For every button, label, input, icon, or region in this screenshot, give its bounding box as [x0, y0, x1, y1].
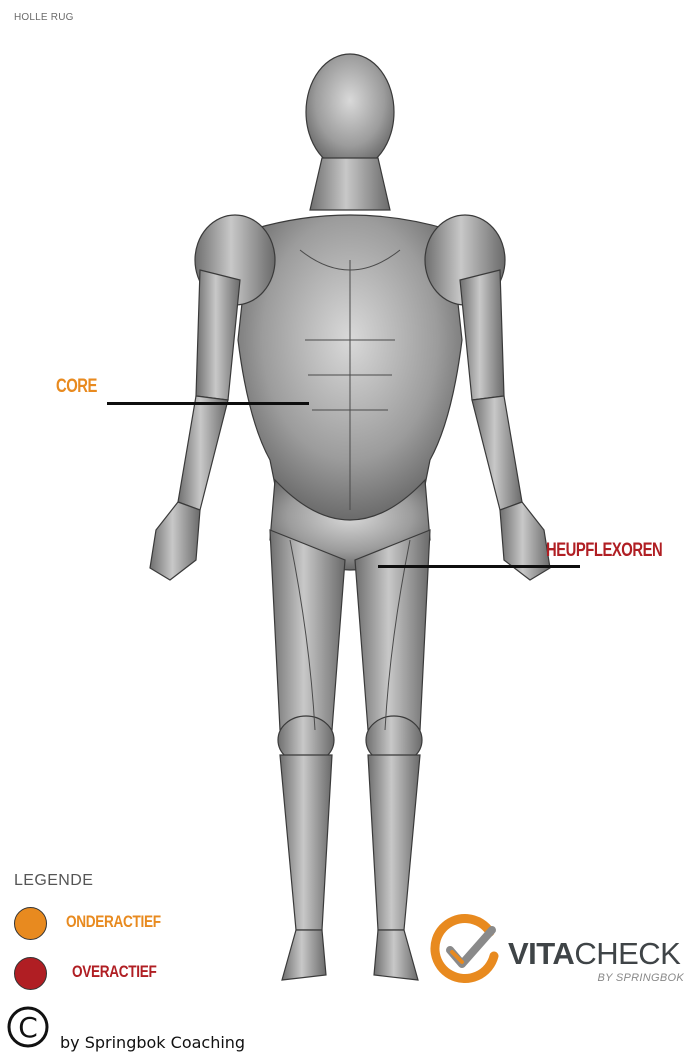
logo-subtitle: BY SPRINGBOK	[597, 972, 684, 984]
legend-dot-orange	[14, 907, 47, 940]
callout-heupflexoren-line	[378, 565, 580, 568]
checkmark-logo-icon	[428, 914, 504, 990]
anatomy-figure	[100, 40, 600, 1000]
callout-heupflexoren-label: HEUPFLEXOREN	[546, 540, 662, 562]
copyright-credit: by Springbok Coaching	[60, 1033, 245, 1052]
legend-title: LEGENDE	[14, 872, 93, 890]
page-title: HOLLE RUG	[14, 12, 74, 23]
callout-core-line	[107, 402, 309, 405]
legend-dot-red	[14, 957, 47, 990]
legend-label: OVERACTIEF	[72, 962, 156, 982]
logo-wordmark: VITACHECK	[508, 936, 680, 972]
legend-label: ONDERACTIEF	[66, 912, 161, 932]
vitacheck-logo: VITACHECK BY SPRINGBOK	[428, 914, 690, 990]
callout-core-label: CORE	[56, 376, 97, 398]
svg-text:C: C	[18, 1011, 38, 1044]
copyright-icon: C	[6, 1005, 50, 1049]
